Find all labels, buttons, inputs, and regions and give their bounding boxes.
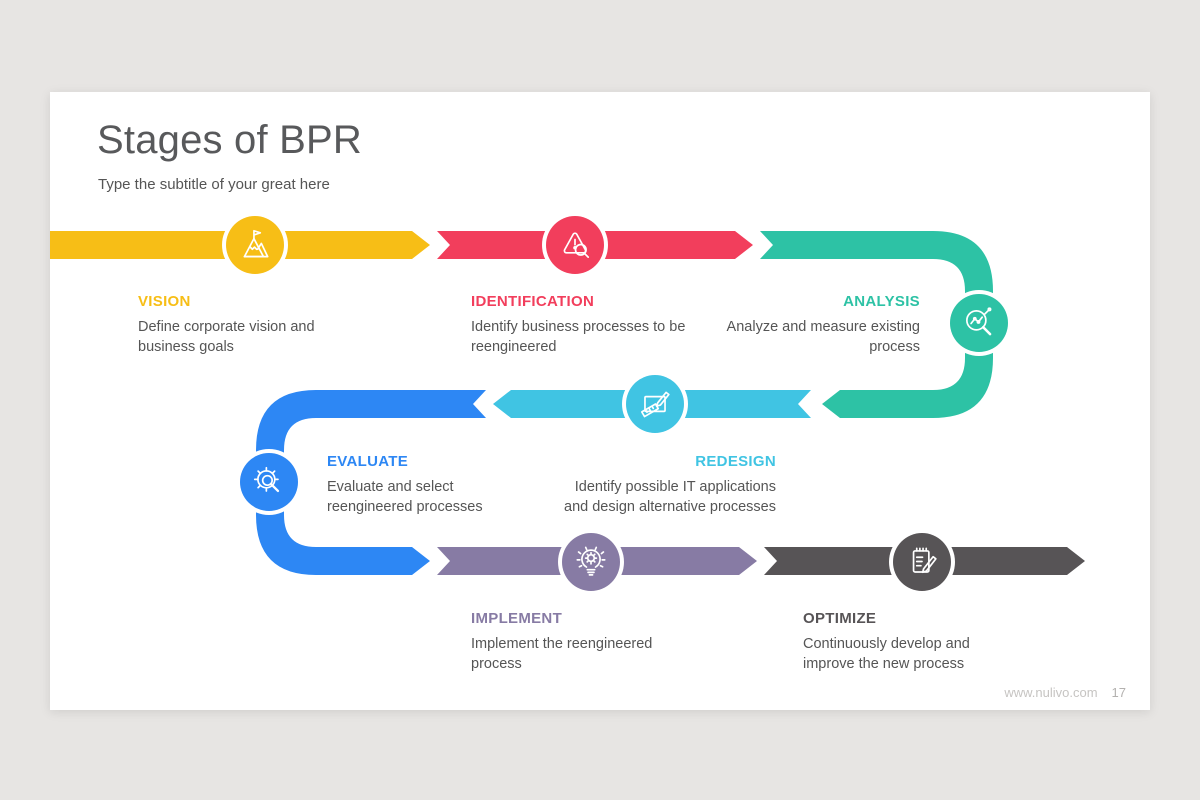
- optimize-description: Continuously develop and improve the new…: [803, 636, 970, 672]
- vision-text-block: VISION Define corporate vision and busin…: [138, 293, 333, 357]
- identification-label: IDENTIFICATION: [471, 293, 595, 310]
- footer-website: www.nulivo.com: [1004, 685, 1098, 700]
- warning-magnifier-icon: [563, 232, 590, 258]
- evaluate-stage-circle: [236, 449, 302, 515]
- optimize-stage-circle: [889, 529, 955, 595]
- implement-description: Implement the reengineered process: [471, 636, 653, 672]
- implement-stage-circle: [558, 529, 624, 595]
- gear-magnifier-icon: [253, 466, 280, 493]
- chart-magnifier-icon: [966, 307, 992, 336]
- identification-stage-circle: [542, 212, 608, 278]
- evaluate-text-block: EVALUATE Evaluate and select reengineere…: [327, 453, 542, 517]
- evaluate-label: EVALUATE: [327, 453, 409, 470]
- analysis-description: Analyze and measure existing process: [726, 319, 920, 355]
- page-subtitle: Type the subtitle of your great here: [98, 176, 330, 193]
- analysis-label: ANALYSIS: [843, 293, 920, 310]
- redesign-stage-circle: [622, 371, 688, 437]
- bulb-gear-icon: [576, 546, 606, 576]
- page-title: Stages of BPR: [97, 118, 362, 162]
- footer-page-number: 17: [1111, 685, 1126, 700]
- analysis-text-block: ANALYSIS Analyze and measure existing pr…: [718, 293, 920, 357]
- identification-text-block: IDENTIFICATION Identify business process…: [471, 293, 699, 357]
- optimize-label: OPTIMIZE: [803, 610, 877, 627]
- redesign-label: REDESIGN: [695, 453, 776, 470]
- slide-footer: www.nulivo.com 17: [950, 685, 1126, 700]
- notepad-pencil-icon: [912, 547, 937, 574]
- implement-label: IMPLEMENT: [471, 610, 563, 627]
- implement-text-block: IMPLEMENT Implement the reengineered pro…: [471, 610, 666, 674]
- analysis-stage-circle: [946, 290, 1012, 356]
- vision-description: Define corporate vision and business goa…: [138, 319, 315, 355]
- redesign-description: Identify possible IT applications and de…: [564, 479, 776, 515]
- redesign-text-block: REDESIGN Identify possible IT applicatio…: [556, 453, 776, 517]
- identification-description: Identify business processes to be reengi…: [471, 319, 686, 355]
- mountain-flag-icon: [243, 229, 269, 258]
- evaluate-description: Evaluate and select reengineered process…: [327, 479, 483, 515]
- vision-stage-circle: [222, 212, 288, 278]
- vision-label: VISION: [138, 293, 191, 310]
- optimize-text-block: OPTIMIZE Continuously develop and improv…: [803, 610, 988, 674]
- design-ruler-pencil-icon: [640, 391, 670, 418]
